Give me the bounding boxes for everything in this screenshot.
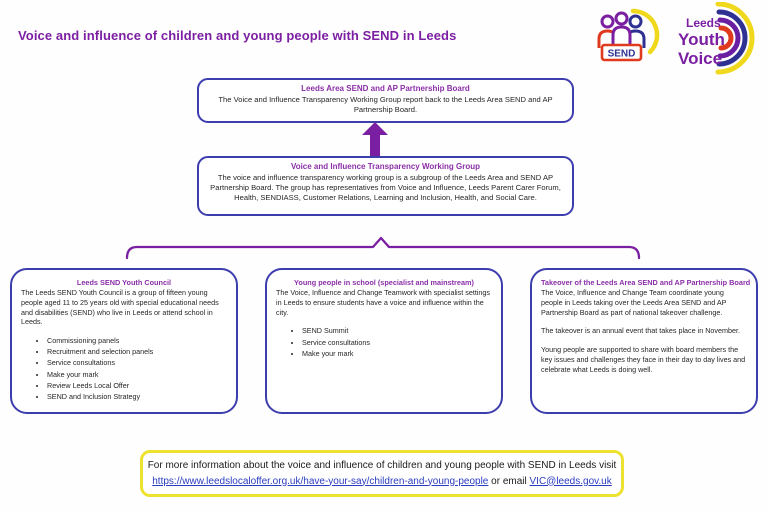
bullet-item: SEND and Inclusion Strategy	[47, 391, 227, 402]
youth-voice-line1: Leeds	[686, 16, 721, 30]
up-arrow-icon	[362, 122, 388, 156]
youth-council-bullet-list: Commissioning panels Recruitment and sel…	[21, 335, 227, 402]
local-offer-link[interactable]: https://www.leedslocaloffer.org.uk/have-…	[152, 475, 489, 487]
footer-connector-text: or email	[491, 475, 527, 487]
partnership-board-title: Leeds Area SEND and AP Partnership Board	[301, 84, 470, 93]
bullet-item: Service consultations	[302, 337, 492, 348]
bullet-item: Recruitment and selection panels	[47, 346, 227, 357]
working-group-box: Voice and Influence Transparency Working…	[197, 156, 574, 216]
partnership-board-body: The Voice and Influence Transparency Wor…	[218, 94, 553, 114]
sound-waves-icon: Leeds Youth Voice	[678, 1, 755, 75]
takeover-body: The Voice, Influence and Change Team coo…	[541, 288, 747, 374]
young-people-in-school-body: The Voice, Influence and Change Teamwork…	[276, 288, 491, 317]
bullet-item: Make your mark	[47, 369, 227, 380]
takeover-box: Takeover of the Leeds Area SEND and AP P…	[530, 268, 758, 414]
takeover-paragraph: The Voice, Influence and Change Team coo…	[541, 288, 727, 317]
youth-council-title: Leeds SEND Youth Council	[76, 278, 172, 287]
working-group-body: The voice and influence transparency wor…	[210, 172, 561, 202]
youth-voice-line3: Voice	[678, 49, 722, 68]
school-bullet-list: SEND Summit Service consultations Make y…	[276, 325, 492, 358]
leeds-youth-voice-logo: Leeds Youth Voice	[666, 1, 764, 81]
bullet-item: Review Leeds Local Offer	[47, 380, 227, 391]
working-group-title: Voice and Influence Transparency Working…	[290, 162, 481, 171]
takeover-title: Takeover of the Leeds Area SEND and AP P…	[541, 278, 751, 287]
footer-info-box: For more information about the voice and…	[140, 450, 624, 497]
youth-council-body: The Leeds SEND Youth Council is a group …	[21, 288, 219, 327]
bullet-item: Service consultations	[47, 357, 227, 368]
page-title: Voice and influence of children and youn…	[18, 28, 457, 43]
bullet-item: SEND Summit	[302, 325, 492, 336]
young-people-in-school-title: Young people in school (specialist and m…	[294, 278, 474, 287]
bullet-item: Commissioning panels	[47, 335, 227, 346]
email-link[interactable]: VIC@leeds.gov.uk	[529, 475, 612, 487]
brace-connector	[125, 236, 641, 260]
footer-intro: For more information about the voice and…	[147, 460, 617, 471]
bullet-item: Make your mark	[302, 348, 492, 359]
send-logo: SEND	[596, 8, 660, 69]
youth-council-box: Leeds SEND Youth Council The Leeds SEND …	[10, 268, 238, 414]
takeover-paragraph: The takeover is an annual event that tak…	[541, 326, 740, 336]
youth-voice-line2: Youth	[678, 30, 725, 49]
young-people-in-school-box: Young people in school (specialist and m…	[265, 268, 503, 414]
partnership-board-box: Leeds Area SEND and AP Partnership Board…	[197, 78, 574, 123]
send-logo-label: SEND	[608, 49, 636, 60]
footer-links-line: https://www.leedslocaloffer.org.uk/have-…	[152, 474, 612, 490]
send-people-icon: SEND	[597, 8, 660, 62]
takeover-paragraph: Young people are supported to share with…	[541, 345, 746, 374]
